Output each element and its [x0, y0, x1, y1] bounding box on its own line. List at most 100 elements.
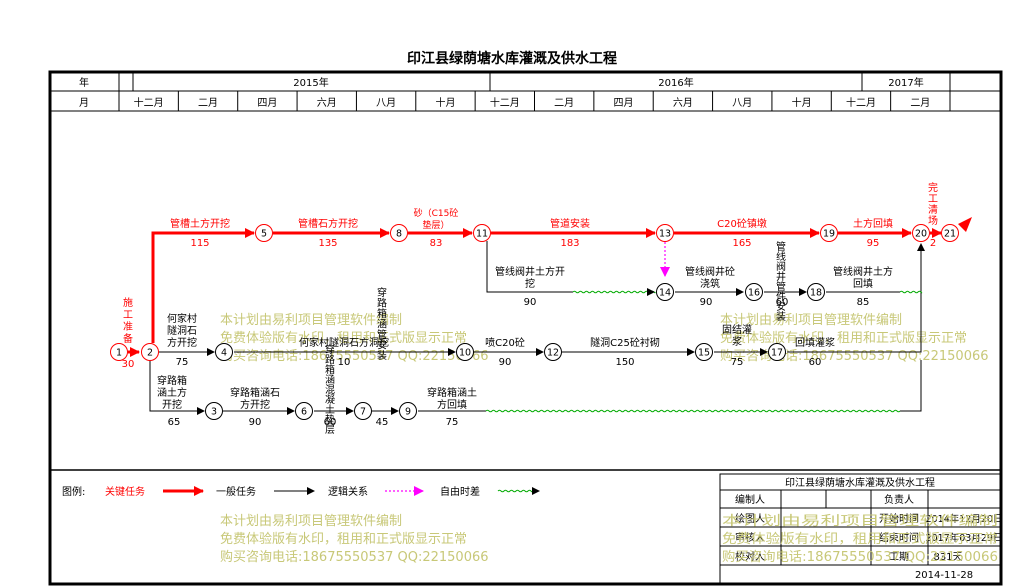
task-name-vertical: 穿 — [377, 286, 387, 299]
node-9: 9 — [399, 402, 417, 420]
month-label: 八月 — [732, 97, 752, 109]
watermark-line: 本计划由易利项目管理软件编制 — [220, 313, 402, 328]
month-label: 二月 — [198, 97, 218, 109]
node-18: 18 — [807, 283, 825, 301]
node-6: 6 — [295, 402, 313, 420]
year-2015: 2015年 — [293, 76, 328, 89]
task-name-vertical: 安 — [776, 300, 786, 313]
task-name-vertical: 路 — [377, 297, 387, 310]
task-name-vertical: 安 — [377, 339, 387, 352]
month-label: 六月 — [673, 97, 693, 109]
task-name-vertical: 装 — [776, 310, 786, 323]
task-name: 垫层） — [422, 219, 449, 231]
edge-2-5 — [151, 228, 255, 343]
task-dur: 85 — [857, 297, 870, 308]
task-name: 穿路箱涵石 — [230, 386, 280, 399]
float-wave — [572, 290, 656, 294]
svg-text:20: 20 — [915, 229, 927, 240]
legend-float-label: 自由时差 — [440, 485, 480, 498]
task-name: 方回填 — [437, 398, 467, 411]
normal-tasks — [149, 241, 925, 415]
task-name-vertical: 箱 — [377, 307, 387, 320]
legend: 图例: 关键任务 一般任务 逻辑关系 自由时差 — [62, 485, 540, 498]
critical-path — [128, 228, 942, 357]
year-row-label: 年 — [79, 76, 89, 89]
task-name-vertical: 工 — [123, 310, 133, 321]
legend-label: 图例: — [62, 485, 85, 498]
task-name-vertical: 垫 — [325, 413, 335, 426]
task-name-vertical: 施 — [123, 296, 133, 309]
info-responsible: 负责人 — [884, 493, 914, 506]
month-label: 十月 — [792, 96, 812, 109]
task-name: 方开挖 — [167, 336, 197, 349]
task-name: 何家村 — [167, 312, 197, 325]
watermark-line: 免费体验版有水印，租用和正式版显示正常 — [720, 330, 967, 346]
node-11: 11 — [473, 224, 491, 242]
task-name: 浇筑 — [700, 277, 720, 290]
svg-text:21: 21 — [944, 229, 956, 240]
task-name-vertical: 阀 — [776, 260, 786, 273]
svg-text:11: 11 — [476, 229, 488, 240]
task-name-vertical: 混 — [325, 384, 335, 396]
node-20: 20 — [912, 224, 930, 242]
task-dur: 65 — [168, 417, 181, 428]
task-name-vertical: 凝 — [325, 394, 335, 406]
info-project: 印江县绿荫塘水库灌溉及供水工程 — [785, 476, 935, 489]
task-dur: 90 — [249, 417, 262, 428]
month-label: 十二月 — [490, 96, 520, 109]
task-name: 开挖 — [162, 398, 182, 411]
watermark-line: 免费体验版有水印，租用和正式版显示正常 — [220, 531, 467, 547]
svg-text:3: 3 — [211, 407, 217, 418]
watermark-bottom: 本计划由易利项目管理软件编制 免费体验版有水印，租用和正式版显示正常 购买咨询电… — [220, 514, 489, 565]
svg-text:7: 7 — [360, 407, 366, 418]
watermark-line: 本计划由易利项目管理软件编制 — [720, 313, 902, 328]
task-dur: 60 — [776, 297, 789, 308]
svg-text:12: 12 — [547, 348, 559, 359]
info-end-label: 结束时间 — [879, 531, 919, 544]
task-name: C20砼镇墩 — [717, 217, 767, 230]
year-2016: 2016年 — [658, 76, 693, 89]
svg-text:10: 10 — [459, 348, 471, 359]
task-name: 穿路箱 — [157, 374, 187, 387]
task-name: 隧洞石 — [167, 324, 197, 337]
task-dur: 10 — [338, 357, 351, 368]
node-16: 16 — [745, 283, 763, 301]
task-name-vertical: 涵 — [377, 319, 387, 331]
svg-text:2: 2 — [147, 348, 153, 359]
task-dur: 75 — [176, 357, 189, 368]
arrow-icon — [647, 288, 655, 296]
task-name-vertical: 线 — [776, 250, 786, 263]
edge-11-14 — [486, 241, 573, 293]
task-name: 回填 — [853, 277, 873, 290]
page-title: 印江县绿荫塘水库灌溉及供水工程 — [407, 50, 617, 67]
task-name: 隧洞C25砼衬砌 — [590, 336, 660, 349]
node-7: 7 — [354, 402, 372, 420]
edge-17-20 — [787, 243, 925, 353]
task-name-vertical: 场 — [928, 214, 938, 227]
task-dur: 90 — [524, 297, 537, 308]
node-15: 15 — [695, 343, 713, 361]
node-8: 8 — [390, 224, 408, 242]
watermark-line: 购买咨询电话:18675550537 QQ:22150066 — [220, 348, 489, 364]
task-dur: 75 — [446, 417, 459, 428]
node-3: 3 — [205, 402, 223, 420]
info-start-label: 开始时间 — [879, 512, 919, 525]
month-label: 十二月 — [134, 96, 164, 109]
watermark-line: 本计划由易利项目管理软件编制 — [722, 514, 998, 529]
task-dur: 2 — [930, 238, 936, 249]
month-label: 四月 — [614, 97, 634, 109]
node-4: 4 — [215, 343, 233, 361]
node-13: 13 — [656, 224, 674, 242]
task-dur: 90 — [499, 357, 512, 368]
task-name-vertical: 层 — [325, 424, 335, 436]
node-2: 2 — [141, 343, 159, 361]
svg-text:18: 18 — [810, 288, 822, 299]
task-name-vertical: 准 — [123, 321, 133, 333]
legend-float-arrow-icon — [532, 487, 540, 495]
svg-text:13: 13 — [659, 229, 671, 240]
svg-text:17: 17 — [771, 348, 783, 359]
legend-critical-label: 关键任务 — [105, 485, 145, 498]
task-dur: 75 — [731, 357, 744, 368]
